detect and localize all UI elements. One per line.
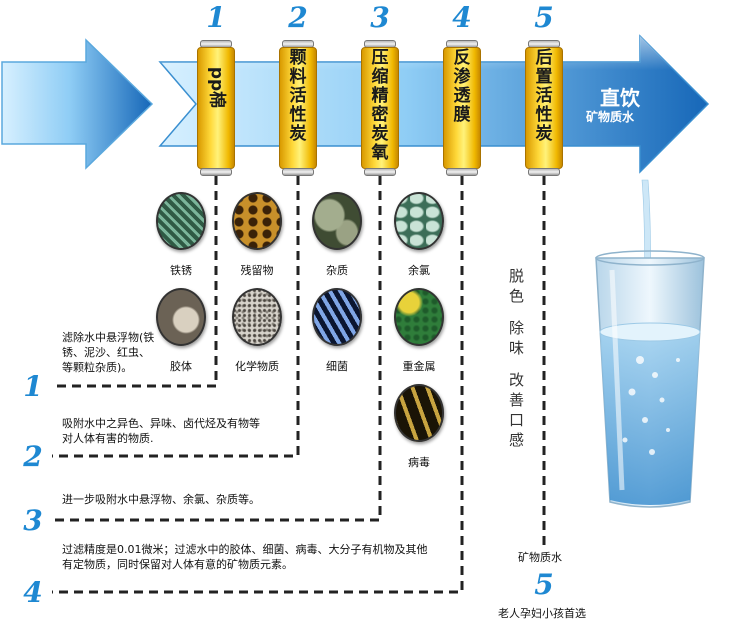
cartridge-label: 压缩精密炭氧: [371, 48, 389, 163]
description-number-3: 3: [23, 504, 43, 537]
bacteria-image: [312, 288, 362, 346]
cartridge-granular-carbon: 颗料活性炭: [279, 40, 317, 176]
description-5-top: 矿物质水: [518, 551, 562, 564]
impurity-image: [312, 192, 362, 250]
water-glass: [595, 250, 705, 508]
bacteria-label: 细菌: [326, 360, 348, 373]
benefit-decolor: 脱色: [509, 267, 525, 305]
stage-number-1: 1: [206, 1, 226, 34]
benefit-deodorize: 除味: [509, 319, 525, 357]
colloid-label: 胶体: [170, 360, 192, 373]
chemical-image: [232, 288, 282, 346]
stage-connectors: [52, 176, 546, 594]
rust-label: 铁锈: [170, 264, 192, 277]
residue-label: 残留物: [240, 264, 274, 277]
residual-chlorine-image: [394, 192, 444, 250]
description-5-bottom: 老人孕妇小孩首选: [498, 607, 586, 620]
cartridge-label: 反渗透膜: [453, 48, 471, 125]
cartridge-label: pp棉: [206, 66, 227, 109]
virus-label: 病毒: [408, 456, 430, 469]
virus-image: [394, 384, 444, 442]
description-number-2: 2: [23, 440, 43, 473]
arrow-title: 直饮: [600, 86, 640, 110]
description-2: 吸附水中之异色、异味、卤代烃及有物等 对人体有害的物质.: [62, 417, 260, 445]
stage-number-4: 4: [452, 1, 472, 34]
stage-number-5: 5: [534, 1, 554, 34]
description-number-5: 5: [534, 568, 554, 601]
heavy-metal-image: [394, 288, 444, 346]
rust-image: [156, 192, 206, 250]
colloid-image: [156, 288, 206, 346]
impurity-label: 杂质: [326, 264, 348, 277]
residual-chlorine-label: 余氯: [408, 264, 430, 277]
cartridge-compressed-carbon: 压缩精密炭氧: [361, 40, 399, 176]
cartridge-pp-cotton: pp棉: [197, 40, 235, 176]
arrow-subtitle: 矿物质水: [586, 110, 635, 124]
description-1: 滤除水中悬浮物(铁 锈、泥沙、红虫、 等颗粒杂质)。: [62, 331, 155, 374]
residue-image: [232, 192, 282, 250]
description-3: 进一步吸附水中悬浮物、余氯、杂质等。: [62, 493, 260, 506]
description-4: 过滤精度是0.01微米；过滤水中的胶体、细菌、病毒、大分子有机物及其他 有定物质…: [62, 543, 428, 571]
chemical-label: 化学物质: [235, 360, 279, 373]
stage-number-2: 2: [288, 1, 308, 34]
benefit-taste: 改善口感: [509, 371, 525, 449]
intake-arrow: [1, 38, 154, 170]
cartridge-post-carbon: 后置活性炭: [525, 40, 563, 176]
stage-number-3: 3: [370, 1, 390, 34]
description-number-1: 1: [23, 370, 43, 403]
cartridge-ro-membrane: 反渗透膜: [443, 40, 481, 176]
description-number-4: 4: [23, 576, 43, 609]
heavy-metal-label: 重金属: [402, 360, 436, 373]
cartridge-label: 后置活性炭: [535, 48, 553, 144]
cartridge-label: 颗料活性炭: [289, 48, 307, 144]
